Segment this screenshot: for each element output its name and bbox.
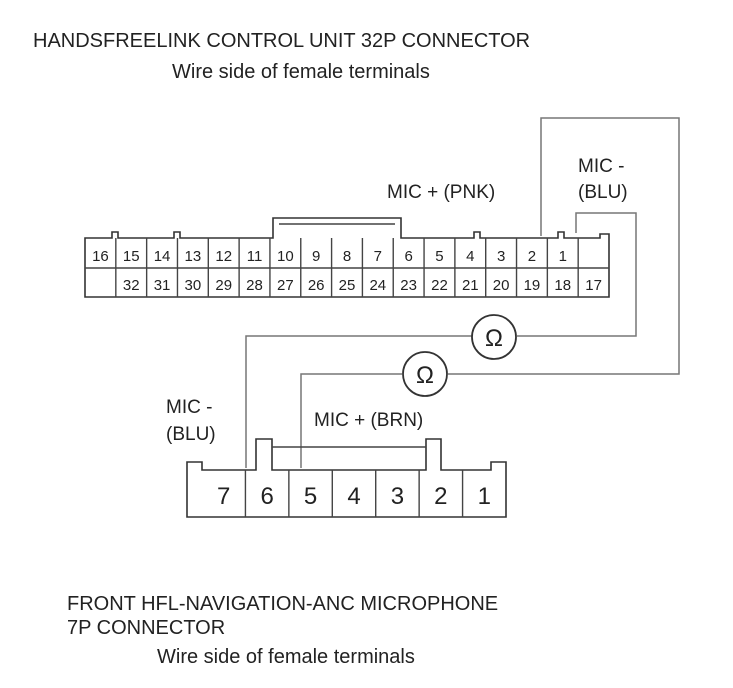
bottom-pin-row: 32 31 30 29 28 27 26 25 24 23 22 21 20 19 18 17 <box>115 268 602 297</box>
pin-label: 25 <box>339 277 356 294</box>
pin-label: 6 <box>404 248 412 265</box>
pin-label: 17 <box>585 277 602 294</box>
ohmmeter-1: Ω <box>471 314 517 360</box>
bottom-connector: 7 6 5 4 3 2 1 <box>186 438 507 518</box>
label-mic-plus-pnk: MIC + (PNK) <box>387 182 495 203</box>
pin-label: 16 <box>92 248 109 265</box>
pin-label: 24 <box>369 277 386 294</box>
pin-label: 10 <box>277 248 294 265</box>
bottom-connector-title-line2: 7P CONNECTOR <box>67 617 225 639</box>
pin-label: 29 <box>215 277 232 294</box>
pin-label: 1 <box>478 483 491 510</box>
pin-label: 12 <box>215 248 232 265</box>
label-mic-minus-bottom: MIC - <box>166 397 212 418</box>
label-blu-bottom: (BLU) <box>166 424 216 445</box>
top-connector-title: HANDSFREELINK CONTROL UNIT 32P CONNECTOR <box>33 30 530 52</box>
pin-label: 23 <box>400 277 417 294</box>
pin-label: 21 <box>462 277 479 294</box>
wire-mic-minus <box>245 335 472 468</box>
pin-label: 26 <box>308 277 325 294</box>
wire-mic-plus <box>300 373 402 468</box>
pin-label: 31 <box>154 277 171 294</box>
pin-label: 19 <box>524 277 541 294</box>
bottom-connector-title-line1: FRONT HFL-NAVIGATION-ANC MICROPHONE <box>67 593 498 615</box>
pin-label: 27 <box>277 277 294 294</box>
pin-label: 22 <box>431 277 448 294</box>
pin-label: 7 <box>217 483 230 510</box>
pin-label: 32 <box>123 277 140 294</box>
ohm-symbol: Ω <box>416 362 434 389</box>
pin-label: 9 <box>312 248 320 265</box>
top-pin-row: 16 15 14 13 12 11 10 9 8 7 6 5 4 3 2 1 <box>92 238 579 268</box>
pin-label: 5 <box>435 248 443 265</box>
pin-label: 28 <box>246 277 263 294</box>
wire-mic-minus <box>517 212 637 337</box>
pin-label: 15 <box>123 248 140 265</box>
label-blu-top: (BLU) <box>578 182 628 203</box>
wire-mic-plus <box>448 117 680 375</box>
pin-label: 3 <box>497 248 505 265</box>
pin-label: 30 <box>185 277 202 294</box>
pin-label: 11 <box>247 248 263 265</box>
label-mic-plus-brn: MIC + (BRN) <box>314 410 423 431</box>
bottom-connector-subtitle: Wire side of female terminals <box>157 646 415 668</box>
label-mic-minus-top: MIC - <box>578 156 624 177</box>
pin-label: 1 <box>559 248 567 265</box>
pin-label: 18 <box>554 277 571 294</box>
ohm-symbol: Ω <box>485 325 503 352</box>
pin-label: 5 <box>304 483 317 510</box>
pin-label: 2 <box>434 483 447 510</box>
pin-label: 14 <box>154 248 171 265</box>
pin-label: 4 <box>347 483 360 510</box>
pin-label: 8 <box>343 248 351 265</box>
pin-label: 4 <box>466 248 474 265</box>
pin-label: 13 <box>185 248 202 265</box>
ohmmeter-2: Ω <box>402 351 448 397</box>
pin-label: 3 <box>391 483 404 510</box>
pin-label: 20 <box>493 277 510 294</box>
7p-pin-row: 7 6 5 4 3 2 1 <box>217 470 491 517</box>
pin-label: 7 <box>374 248 382 265</box>
top-connector-subtitle: Wire side of female terminals <box>172 61 430 83</box>
pin-label: 2 <box>528 248 536 265</box>
pin-label: 6 <box>260 483 273 510</box>
